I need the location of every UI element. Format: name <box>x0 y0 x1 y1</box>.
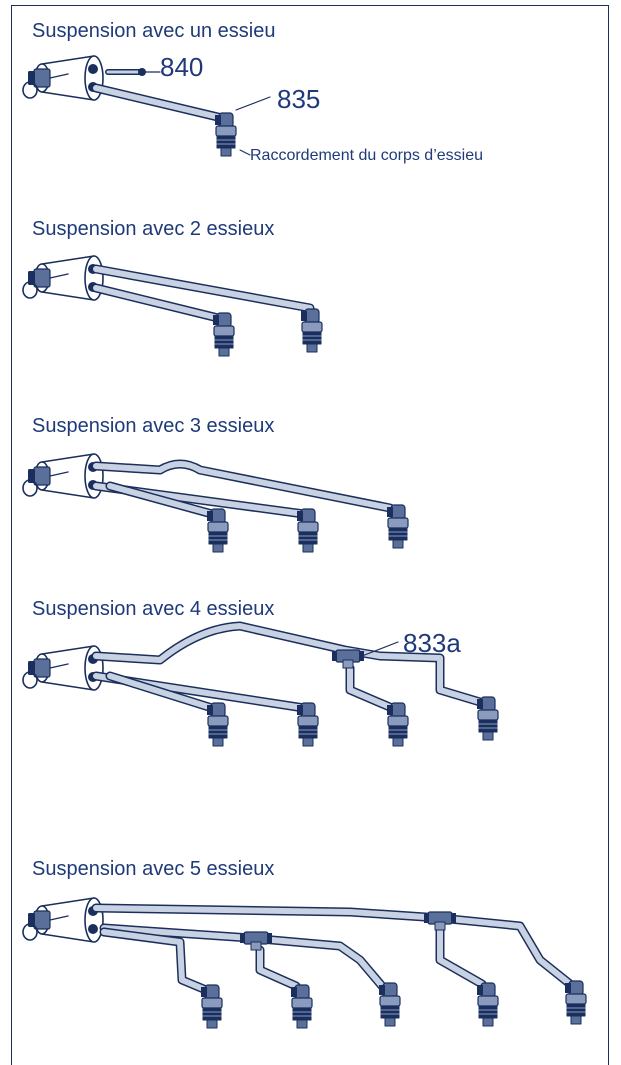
section-2-drawing <box>22 255 323 357</box>
diagram-frame <box>11 5 609 1065</box>
callout-label-835: 835 <box>277 84 321 114</box>
callout-label-840: 840 <box>160 52 204 82</box>
section-title-2-axles: Suspension avec 2 essieux <box>32 218 275 240</box>
axle-connection-label: Raccordement du corps d’essieu <box>250 147 484 164</box>
section-4-drawing <box>22 621 499 747</box>
section-title-4-axles: Suspension avec 4 essieux <box>32 598 275 620</box>
section-title-3-axles: Suspension avec 3 essieux <box>32 415 275 437</box>
section-5-drawing <box>22 897 587 1029</box>
section-1-drawing <box>22 55 271 157</box>
section-title-1-axle: Suspension avec un essieu <box>32 20 276 42</box>
section-3-drawing <box>22 453 409 553</box>
section-title-5-axles: Suspension avec 5 essieux <box>32 858 275 880</box>
